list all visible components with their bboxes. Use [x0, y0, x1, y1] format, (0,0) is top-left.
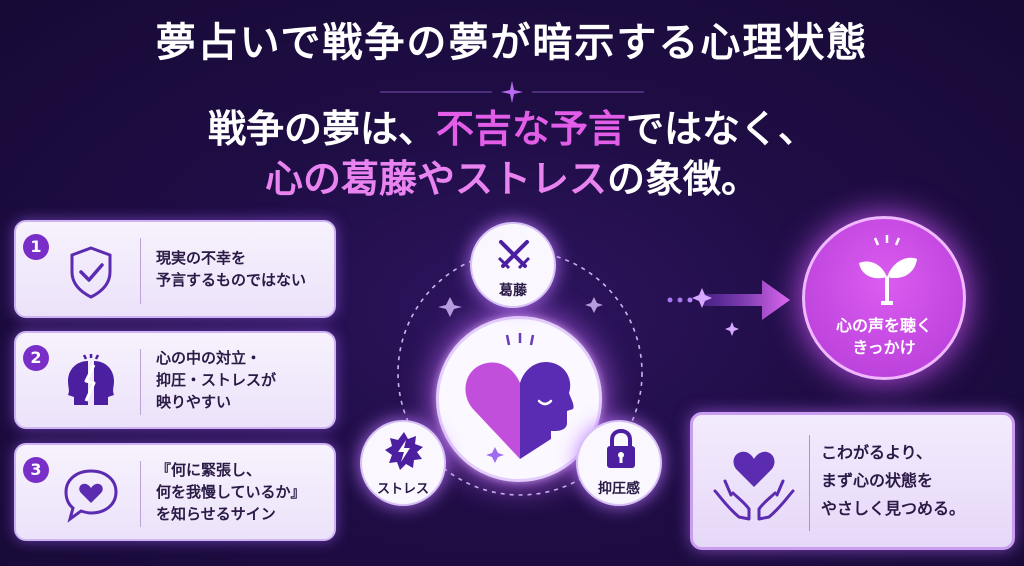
headline: 戦争の夢は、不吉な予言ではなく、 心の葛藤やストレスの象徴。	[0, 104, 1024, 204]
card-line: 予言するものではない	[156, 271, 307, 289]
card-number: 2	[23, 345, 49, 371]
advice-text: こわがるより、 まず心の状態を やさしく見つめる。	[821, 415, 1011, 547]
card-line: 映りやすい	[156, 393, 232, 411]
card-text: 現実の不幸を 予言するものではない	[156, 222, 334, 316]
crossed-swords-icon	[497, 240, 531, 270]
sparkle-divider-icon	[501, 81, 523, 103]
split-head-icon	[68, 354, 114, 405]
node-label: ストレス	[376, 482, 429, 497]
heart-face-icon	[465, 333, 574, 463]
headline-text: の象徴。	[607, 157, 760, 201]
card-line: 現実の不幸を	[156, 249, 247, 267]
headline-highlight: 不吉な予言	[435, 107, 626, 151]
point-card-2: 2 心の中の対立・ 抑圧・ストレスが 映りやすい	[14, 331, 336, 429]
node-suppression: 抑圧感	[576, 420, 662, 506]
advice-separator	[809, 435, 810, 531]
card-separator	[140, 349, 141, 415]
card-line: 何を我慢しているか』	[156, 483, 306, 501]
point-card-3: 3 『何に緊張し、 何を我慢しているか』 を知らせるサイン	[14, 443, 336, 541]
goal-circle: 心の声を聴く きっかけ	[802, 216, 966, 380]
dashed-orbit-ring	[397, 250, 643, 496]
padlock-icon	[607, 428, 635, 468]
headline-line-2: 心の葛藤やストレスの象徴。	[0, 154, 1024, 204]
card-separator	[140, 238, 141, 304]
node-label: 葛藤	[499, 283, 527, 299]
lightning-burst-icon	[385, 432, 423, 470]
node-stress: ストレス	[360, 420, 446, 506]
goal-line: きっかけ	[852, 338, 916, 357]
advice-line: やさしく見つめる。	[821, 499, 966, 518]
page-title: 夢占いで戦争の夢が暗示する心理状態	[155, 20, 869, 66]
heart-speech-bubble-icon	[64, 469, 118, 523]
goal-line: 心の声を聴く	[835, 316, 932, 335]
headline-text: ではなく、	[626, 107, 817, 151]
headline-text: 戦争の夢は、	[207, 107, 436, 151]
node-label: 抑圧感	[598, 481, 640, 497]
card-line: 抑圧・ストレスが	[156, 371, 277, 389]
headline-line-1: 戦争の夢は、不吉な予言ではなく、	[0, 104, 1024, 154]
center-heart-face-node	[436, 316, 602, 482]
divider-line	[380, 91, 644, 93]
card-line: 心の中の対立・	[156, 349, 262, 367]
card-text: 『何に緊張し、 何を我慢しているか』 を知らせるサイン	[156, 445, 334, 539]
goal-text: 心の声を聴く きっかけ	[805, 315, 963, 359]
card-line: 『何に緊張し、	[156, 461, 262, 479]
card-line: を知らせるサイン	[156, 505, 276, 523]
advice-line: まず心の状態を	[821, 471, 934, 490]
sprout-icon	[859, 235, 917, 305]
card-number: 3	[23, 457, 49, 483]
hands-heart-icon	[713, 451, 795, 521]
arrow-right-icon	[667, 280, 790, 336]
card-number: 1	[23, 234, 49, 260]
advice-box: こわがるより、 まず心の状態を やさしく見つめる。	[690, 412, 1015, 550]
advice-line: こわがるより、	[821, 443, 933, 462]
point-card-1: 1 現実の不幸を 予言するものではない	[14, 220, 336, 318]
headline-highlight: 心の葛藤やストレス	[264, 157, 607, 201]
card-text: 心の中の対立・ 抑圧・ストレスが 映りやすい	[156, 333, 334, 427]
node-conflict: 葛藤	[470, 222, 556, 308]
card-separator	[140, 461, 141, 527]
shield-check-icon	[70, 246, 112, 299]
